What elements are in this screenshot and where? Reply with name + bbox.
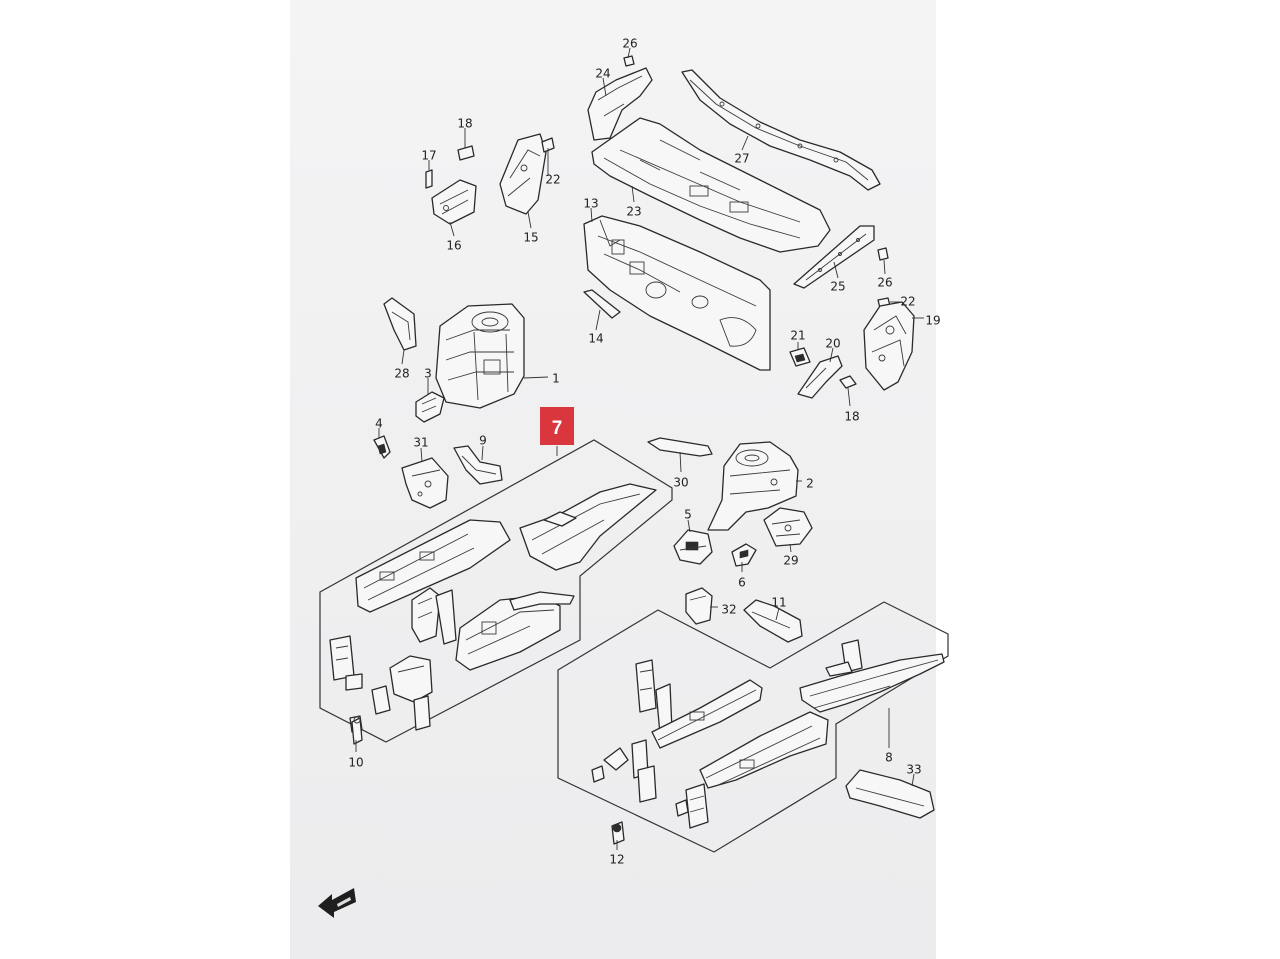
callout-c23: 23 <box>626 205 641 219</box>
part-6-bracket <box>731 543 757 567</box>
part-10-bolt <box>351 716 363 745</box>
callout-c10: 10 <box>348 756 363 770</box>
part-11-bracket <box>743 599 803 643</box>
callout-c16: 16 <box>446 239 461 253</box>
callout-c31: 31 <box>413 436 428 450</box>
callout-c18a: 18 <box>457 117 472 131</box>
part-21-bracket <box>789 347 811 367</box>
callout-c33: 33 <box>906 763 921 777</box>
part-20-bracket <box>797 355 843 399</box>
callout-c26b: 26 <box>877 276 892 290</box>
callout-c12: 12 <box>609 853 624 867</box>
callout-c29: 29 <box>783 554 798 568</box>
highlight-text: 7 <box>552 418 563 439</box>
part-30-strip <box>647 437 713 457</box>
callout-c6: 6 <box>738 576 746 590</box>
part-22-clip-left <box>541 137 555 153</box>
part-4-clip <box>373 435 391 459</box>
part-9-bracket <box>453 445 503 485</box>
part-2-strut-tower <box>707 441 799 531</box>
callout-c13: 13 <box>583 197 598 211</box>
part-26-clip-right <box>877 247 889 261</box>
part-15-bracket <box>499 133 547 215</box>
leader-lines <box>355 47 924 850</box>
callout-c24: 24 <box>595 67 610 81</box>
part-23-cowl-lower <box>591 117 831 253</box>
callout-c9: 9 <box>479 434 487 448</box>
callout-c20: 20 <box>825 337 840 351</box>
part-17-bolt <box>425 169 433 189</box>
part-32-bracket <box>685 587 713 625</box>
part-8-subassembly <box>591 639 945 829</box>
highlight-label-7: 7 <box>540 407 574 445</box>
highlight-box <box>540 407 574 445</box>
callout-c32: 32 <box>721 603 736 617</box>
callout-c26a: 26 <box>622 37 637 51</box>
callout-c19: 19 <box>925 314 940 328</box>
part-3-plate <box>415 391 445 423</box>
part-14-strip <box>583 289 621 319</box>
group-7-outline <box>319 439 673 743</box>
callout-c4: 4 <box>375 417 383 431</box>
callout-c22b: 22 <box>900 295 915 309</box>
callout-c5: 5 <box>684 508 692 522</box>
callout-c18b: 18 <box>844 410 859 424</box>
part-27-cowl-upper <box>681 69 881 191</box>
callout-c14: 14 <box>588 332 603 346</box>
callout-c11: 11 <box>771 596 786 610</box>
group-8-outline <box>557 601 949 853</box>
callout-c2: 2 <box>806 477 814 491</box>
part-25-strip <box>793 225 875 289</box>
part-16-mount <box>431 179 477 225</box>
part-19-gusset <box>863 301 915 391</box>
front-arrow-icon <box>318 888 356 918</box>
part-33-bracket <box>845 769 935 819</box>
callout-c28: 28 <box>394 367 409 381</box>
part-7-subassembly <box>329 483 657 733</box>
part-13-dash-panel <box>583 215 771 371</box>
part-5-bracket <box>673 529 713 565</box>
part-18-pad-left <box>457 145 475 161</box>
callout-c30: 30 <box>673 476 688 490</box>
part-29-bracket <box>763 507 813 547</box>
callout-c22a: 22 <box>545 173 560 187</box>
callout-c8: 8 <box>885 751 893 765</box>
callout-c21: 21 <box>790 329 805 343</box>
callout-c1: 1 <box>552 372 560 386</box>
part-18-pad-right <box>839 375 857 389</box>
callout-c17: 17 <box>421 149 436 163</box>
callout-c25: 25 <box>830 280 845 294</box>
callout-c15: 15 <box>523 231 538 245</box>
part-12-bolt <box>611 821 625 845</box>
callout-c3: 3 <box>424 367 432 381</box>
part-26-clip-top <box>623 55 635 67</box>
part-28-gusset <box>383 297 417 351</box>
callout-c27: 27 <box>734 152 749 166</box>
part-31-bracket <box>401 457 449 509</box>
part-1-strut-tower <box>435 303 525 409</box>
part-24-bracket <box>587 67 653 141</box>
